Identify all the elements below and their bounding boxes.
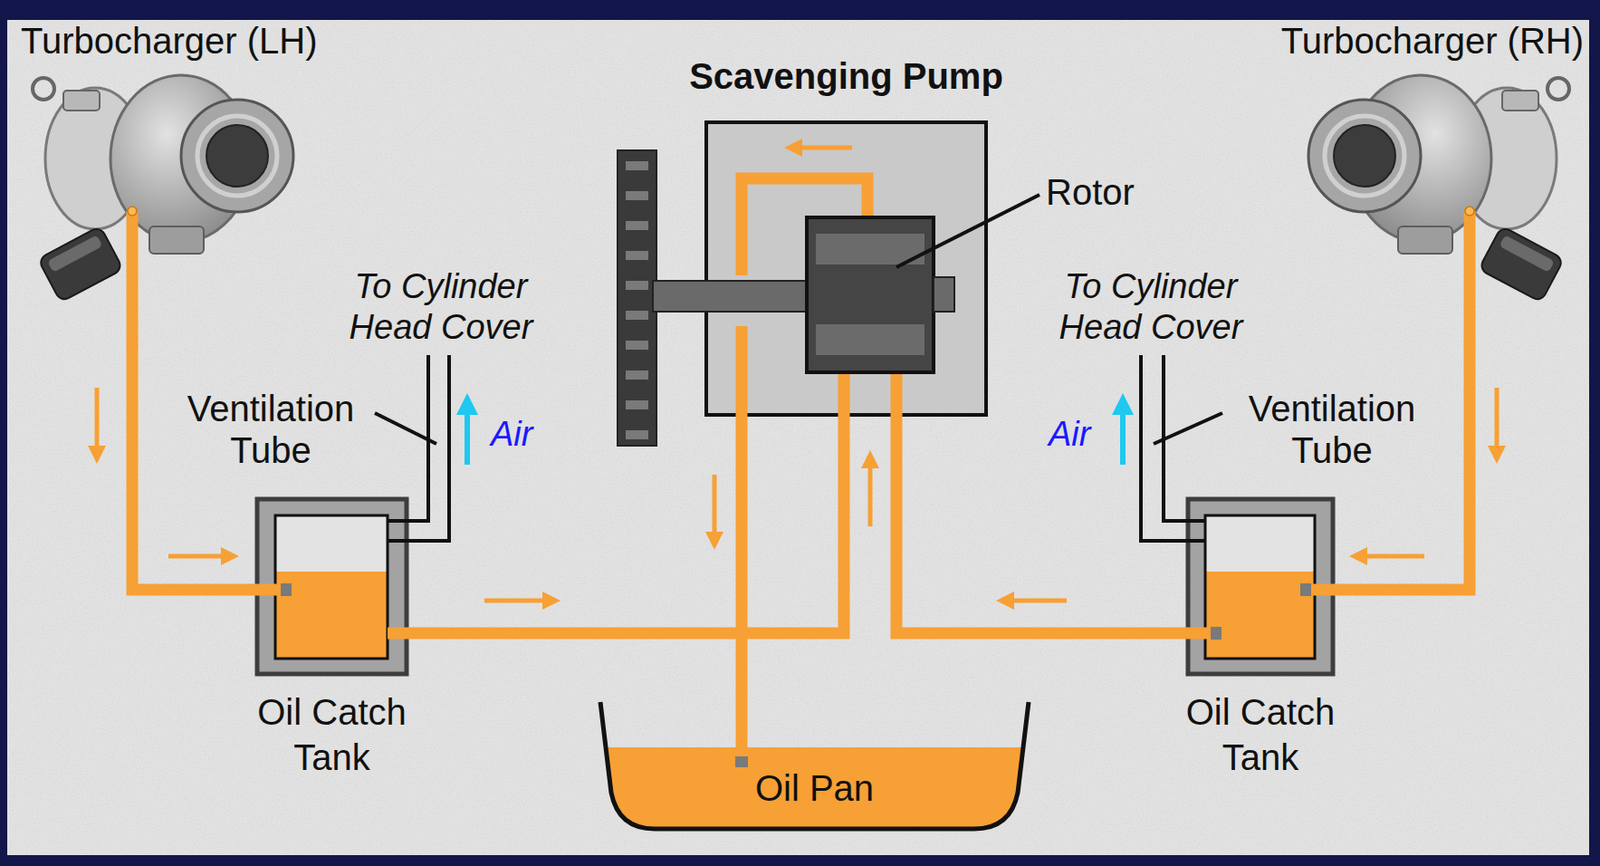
flow-arrow [1494, 387, 1500, 455]
background [7, 19, 1590, 855]
oil-pipe-line [896, 416, 1187, 633]
tank-inner-wall [1205, 515, 1315, 659]
node-heading: Oil Pan [755, 766, 874, 809]
oil-pipe [408, 416, 871, 633]
turbocharger-illustration [32, 75, 294, 345]
flow-arrow [712, 474, 718, 541]
oil-drain-pipe [126, 210, 139, 345]
ventilation-tube [1140, 354, 1206, 541]
compressor-inlet [206, 124, 269, 187]
flow-arrow [95, 387, 100, 455]
flange [63, 90, 100, 111]
flow-label: Air [1048, 412, 1112, 455]
oil-catch-tank-graphic [255, 498, 410, 674]
air-arrow [464, 403, 470, 465]
actuator [38, 225, 124, 302]
flow-arrow [1005, 598, 1067, 604]
oil-pan: Oil Pan [600, 701, 1029, 832]
oil-pipe [896, 416, 1187, 633]
destination-note: To Cylinder Head Cover [1046, 266, 1256, 348]
node-heading: Turbocharger (LH) [20, 19, 318, 62]
actuator-body [38, 225, 124, 302]
tank-outlet [387, 627, 410, 640]
tank-housing [1188, 498, 1333, 674]
tank-oil [275, 571, 388, 659]
turbocharger-illustration [1308, 75, 1570, 345]
background-texture [7, 19, 1590, 855]
node-heading: Oil Catch Tank [1151, 689, 1370, 780]
node-heading: Oil Catch Tank [223, 689, 441, 780]
pump-shaft [652, 280, 807, 312]
flow-arrow [1358, 554, 1425, 559]
node-heading: Scavenging Pump [689, 55, 1004, 97]
leader-line [896, 194, 1040, 268]
part-name: Rotor [1045, 171, 1173, 213]
housing-ring [197, 115, 278, 196]
air-arrow [1120, 403, 1126, 465]
oil-pickup-pipe [736, 701, 748, 758]
tank-air-space [275, 515, 388, 572]
rotor [806, 217, 934, 373]
oil-pipe-line [408, 416, 844, 633]
oil-catch-tank: Oil Catch Tank [255, 497, 409, 676]
oil-pipe-line [736, 416, 748, 702]
oil-outlet [127, 206, 137, 216]
part-name: Ventilation Tube [166, 387, 375, 471]
oil-pan-wall [600, 701, 1029, 829]
scavenging-pump: Scavenging Pump [704, 120, 988, 417]
destination-note: To Cylinder Head Cover [336, 266, 546, 348]
oil-level [605, 747, 1024, 829]
pipe-cap [735, 756, 748, 767]
tank-air-space [1205, 515, 1315, 572]
leader-line [374, 412, 437, 444]
oil-pipe [714, 416, 742, 702]
drive-gear [617, 150, 657, 446]
flow-arrow [868, 459, 873, 527]
tank-inlet [1307, 584, 1336, 596]
pipe-cap [1210, 626, 1222, 640]
flow-arrow [793, 145, 853, 151]
oil-port [149, 226, 204, 254]
scavenging-pump-graphic [617, 122, 1040, 446]
tank-oil [1205, 571, 1315, 659]
oil-catch-tank-graphic [1185, 498, 1336, 674]
leader-line [1153, 412, 1223, 444]
flow-arrow [484, 598, 552, 604]
node-heading: Turbocharger (RH) [1281, 19, 1584, 62]
ventilation-tube [387, 354, 450, 541]
part-name: Ventilation Tube [1227, 387, 1437, 471]
oil-catch-tank: Oil Catch Tank [1186, 497, 1335, 676]
rotor-shaft-end [933, 277, 955, 312]
oil-pan-outline [600, 701, 1029, 832]
actuator-highlight [47, 234, 103, 272]
mounting-bracket [32, 77, 55, 100]
pipe-cap [280, 583, 292, 596]
turbocharger: Turbocharger (RH) [1177, 19, 1587, 345]
pump-housing [706, 122, 987, 415]
flow-label: Air [490, 412, 555, 455]
compressor-housing [181, 99, 294, 212]
rotor-lobe [815, 324, 925, 355]
tank-inner-wall [275, 515, 388, 659]
pipe-cap [1300, 583, 1312, 596]
flow-arrow [168, 554, 230, 559]
tank-inlet [255, 584, 285, 596]
